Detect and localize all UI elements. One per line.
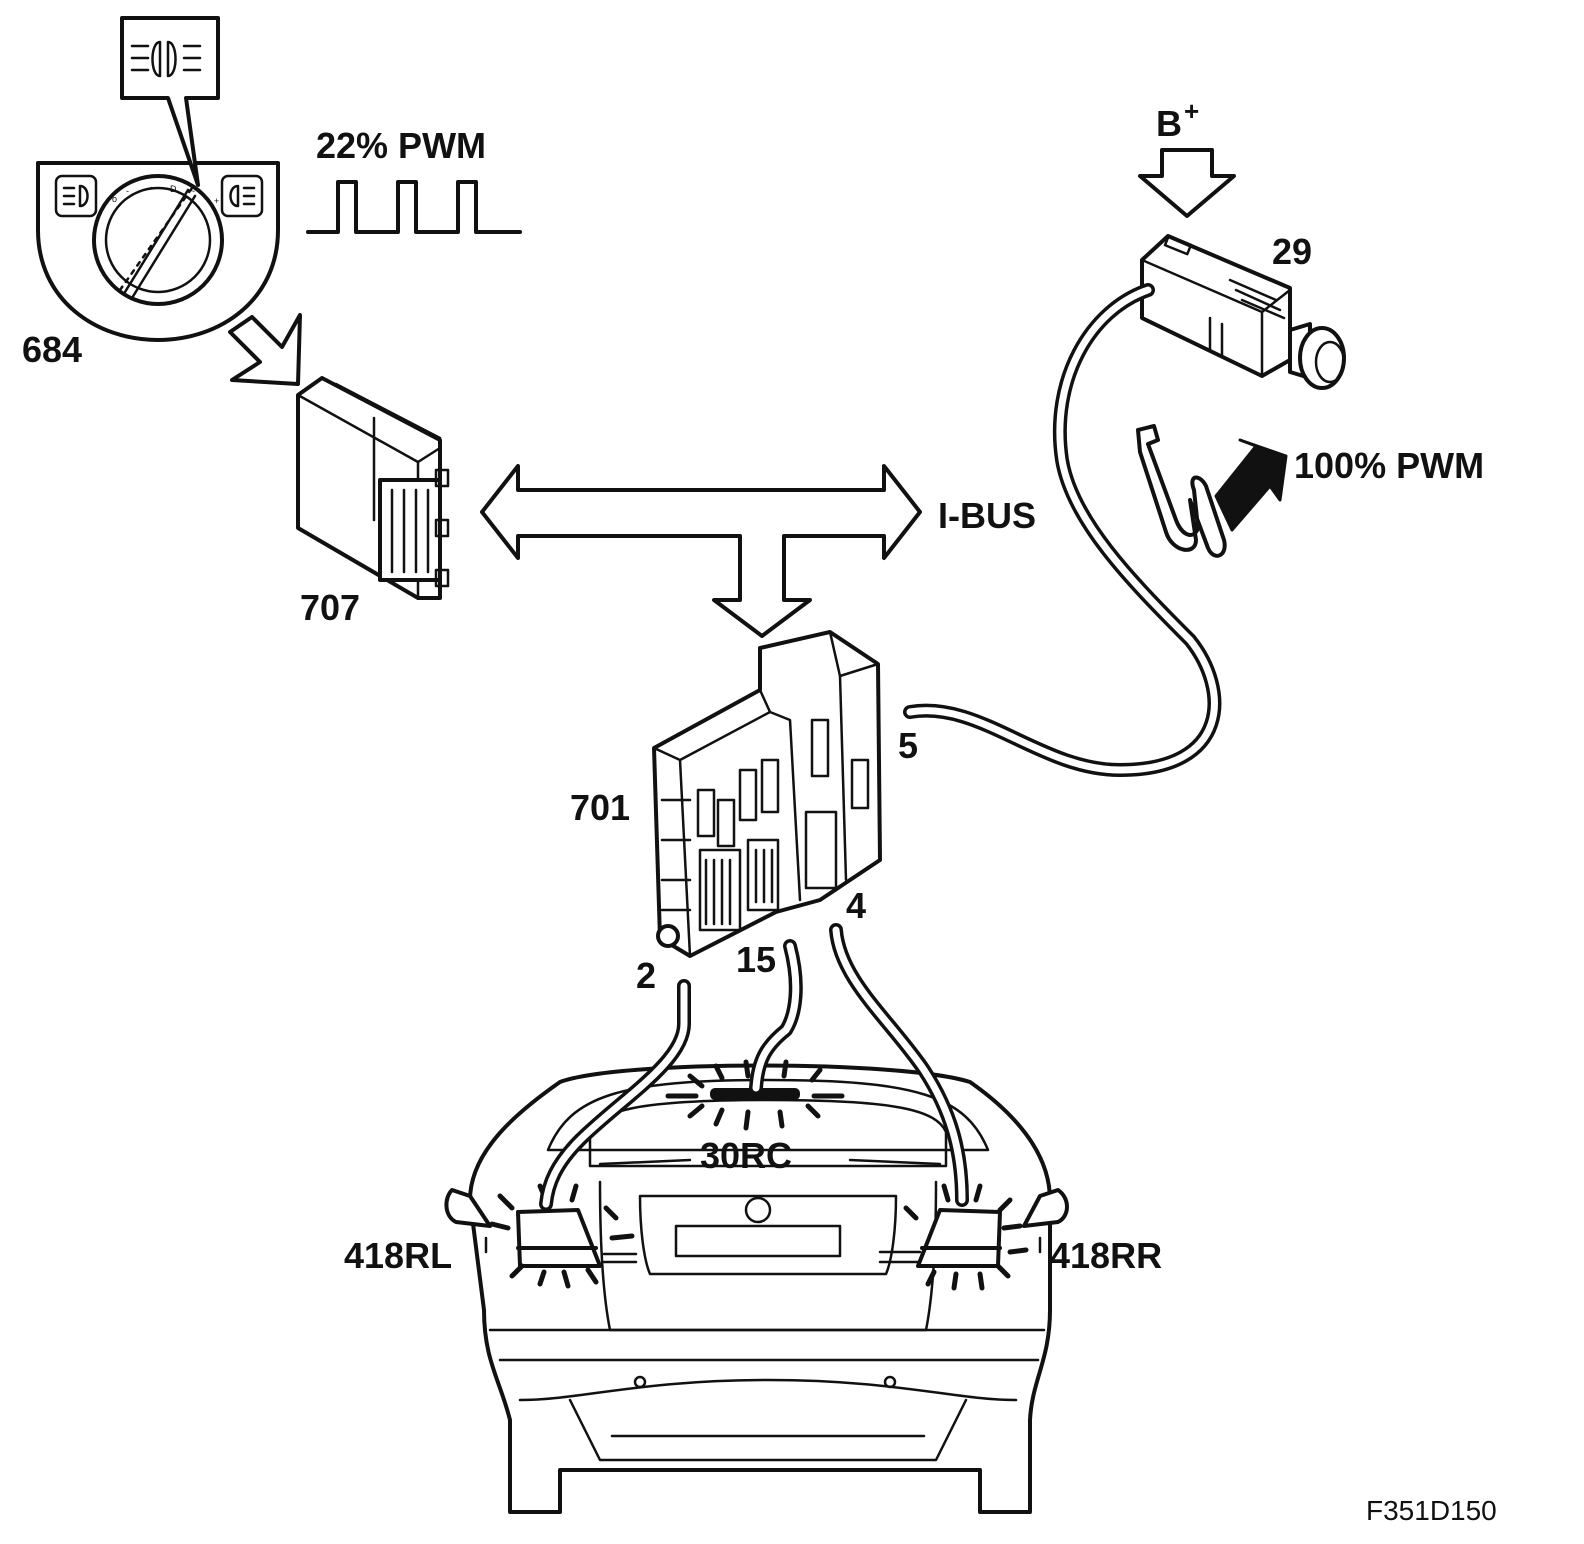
label-b-plus: B bbox=[1156, 103, 1182, 144]
label-684: 684 bbox=[22, 329, 82, 370]
wire-pin-4-to-418rr bbox=[829, 923, 969, 1207]
label-i-bus: I-BUS bbox=[938, 495, 1036, 536]
ibus-double-arrow bbox=[480, 464, 922, 638]
arrow-switch-to-707 bbox=[228, 313, 302, 386]
label-b-plus-sup: + bbox=[1184, 96, 1199, 126]
label-418rl: 418RL bbox=[344, 1235, 452, 1276]
figure-code: F351D150 bbox=[1366, 1495, 1497, 1526]
svg-text:~: ~ bbox=[190, 186, 195, 196]
rear-fog-lamp-icon bbox=[229, 184, 256, 208]
brake-pedal bbox=[1136, 424, 1227, 558]
car-rear-view bbox=[444, 1063, 1069, 1514]
headlamp-callout bbox=[120, 16, 220, 187]
label-pin-2: 2 bbox=[636, 955, 656, 996]
svg-text:-: - bbox=[150, 182, 153, 192]
label-pin-15: 15 bbox=[736, 939, 776, 980]
svg-text:D: D bbox=[170, 184, 177, 194]
rays-418rr bbox=[903, 1183, 1029, 1291]
svg-text:-: - bbox=[126, 186, 129, 196]
front-fog-lamp-icon bbox=[62, 184, 89, 208]
label-30rc: 30RC bbox=[700, 1135, 792, 1176]
label-pin-5: 5 bbox=[898, 725, 918, 766]
label-707: 707 bbox=[300, 587, 360, 628]
control-module-707 bbox=[296, 376, 450, 600]
label-pin-4: 4 bbox=[846, 885, 866, 926]
headlamp-icon bbox=[130, 40, 202, 78]
central-electronic-module-701 bbox=[652, 630, 882, 958]
label-100-pwm: 100% PWM bbox=[1294, 445, 1484, 486]
label-29: 29 bbox=[1272, 231, 1312, 272]
label-701: 701 bbox=[570, 787, 630, 828]
arrow-100-pwm bbox=[1214, 438, 1288, 532]
arrow-battery-supply bbox=[1138, 148, 1236, 218]
light-switch-684: Io- -D~+ bbox=[36, 161, 280, 342]
wire-switch-29-to-pin-5 bbox=[903, 283, 1222, 777]
svg-text:I: I bbox=[100, 206, 103, 216]
svg-text:+: + bbox=[214, 196, 219, 206]
pwm-22-waveform bbox=[306, 180, 522, 234]
label-418rr: 418RR bbox=[1050, 1235, 1162, 1276]
svg-text:o: o bbox=[112, 194, 117, 204]
wire-pin-2-to-418rl bbox=[539, 979, 691, 1211]
label-22-pwm: 22% PWM bbox=[316, 125, 486, 166]
brake-light-switch-29 bbox=[1140, 234, 1346, 390]
tail-lamp-418rl bbox=[516, 1208, 602, 1268]
wire-pin-15-to-30rc bbox=[749, 939, 803, 1095]
